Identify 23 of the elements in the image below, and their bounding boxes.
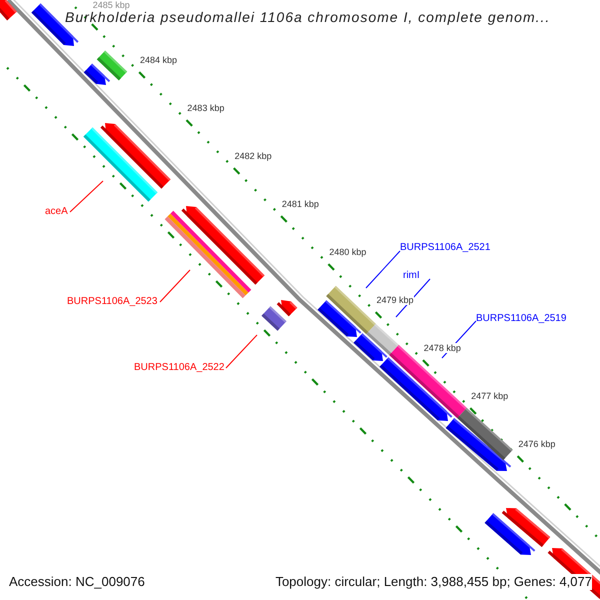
accession-text: Accession: NC_009076 xyxy=(9,574,145,590)
genome-stats-text: Topology: circular; Length: 3,988,455 bp; Genes: 4,077 xyxy=(275,574,592,590)
gene-label: BURPS1106A_2522 xyxy=(134,362,224,374)
gene-label: rimI xyxy=(403,270,420,282)
scale-label: 2485 kbp xyxy=(92,0,130,10)
scale-label: 2484 kbp xyxy=(140,55,178,65)
scale-label: 2483 kbp xyxy=(187,103,224,113)
gene-label: BURPS1106A_2523 xyxy=(67,296,158,308)
title: Burkholderia pseudomallei 1106a chromosome I, complete genom... xyxy=(65,9,550,26)
gene-label: BURPS1106A_2519 xyxy=(476,313,566,325)
scale-label: 2479 kbp xyxy=(376,295,414,305)
scale-label: 2478 kbp xyxy=(424,343,461,353)
leader-line xyxy=(366,250,400,288)
gene-label: aceA xyxy=(45,206,68,218)
leader-line xyxy=(70,180,104,212)
scale-label: 2477 kbp xyxy=(471,391,508,401)
scale-label: 2480 kbp xyxy=(329,247,366,257)
leader-line xyxy=(226,334,258,368)
scale-label: 2481 kbp xyxy=(282,199,319,209)
gene-label: BURPS1106A_2521 xyxy=(400,242,490,254)
scale-label: 2482 kbp xyxy=(234,151,272,161)
scale-label: 2476 kbp xyxy=(518,439,556,449)
leader-line xyxy=(160,270,190,302)
